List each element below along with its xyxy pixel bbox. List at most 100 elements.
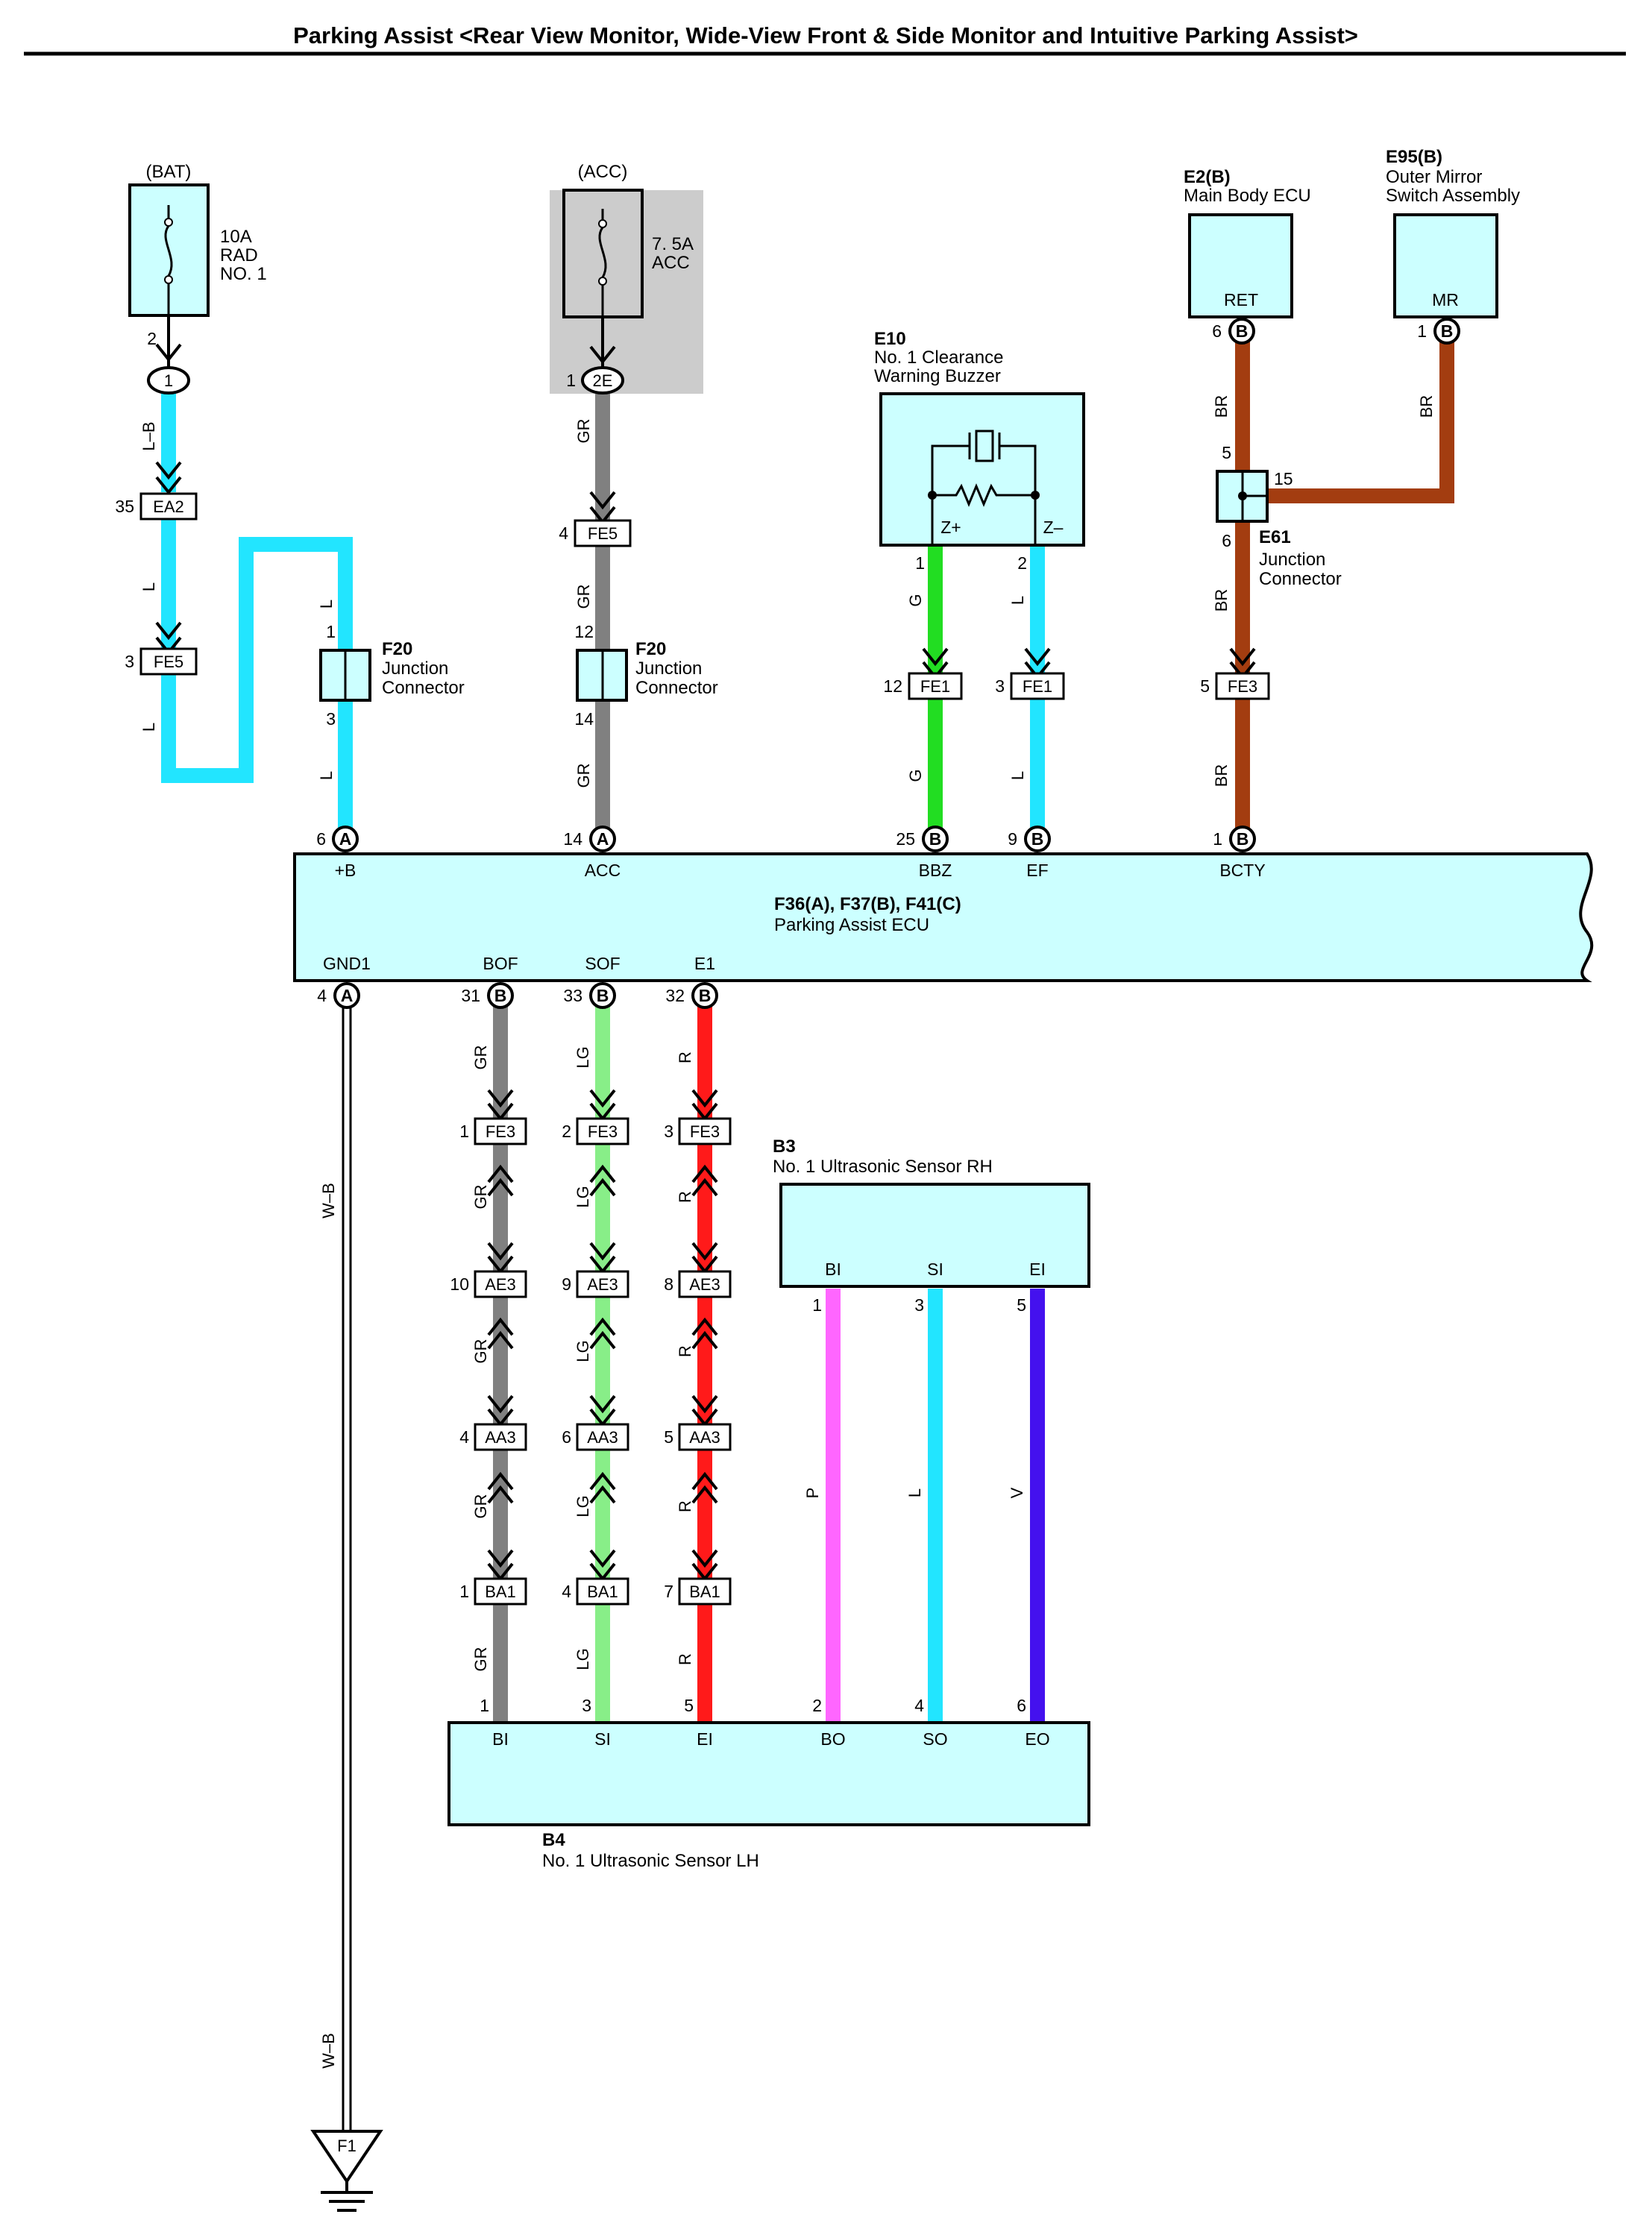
gnd-wire-color-2: W–B bbox=[319, 2033, 338, 2069]
e1-wire-color-3: R bbox=[676, 1345, 694, 1357]
sof-connector-4: BA1 4 bbox=[562, 1471, 629, 1606]
b4-code: B4 bbox=[542, 1830, 565, 1850]
svg-text:14: 14 bbox=[563, 829, 582, 849]
acc-2e-oval bbox=[581, 366, 624, 394]
b3-pin-5: 5 bbox=[1017, 1295, 1026, 1315]
acc-2e-code: 2E bbox=[593, 371, 613, 390]
svg-text:3: 3 bbox=[664, 1122, 673, 1141]
sof-wire-color-2: LG bbox=[574, 1186, 592, 1207]
e10-buzzer-box bbox=[879, 392, 1085, 547]
sensor-wire-chains: GRGRGRGRGRFE31AE310AA34BA11LGLGLGLGLGFE3… bbox=[450, 1046, 732, 1672]
b4-term-ei: EI bbox=[697, 1729, 713, 1749]
bat-fuse-icon bbox=[164, 205, 173, 315]
ecu-pin-ef: 9 B bbox=[1008, 826, 1051, 852]
svg-text:BA1: BA1 bbox=[587, 1582, 618, 1601]
e10-name2: Warning Buzzer bbox=[874, 366, 1001, 386]
e61-pin-15: 15 bbox=[1274, 469, 1293, 488]
ground-icon: F1 bbox=[310, 2130, 383, 2212]
b3-term-si: SI bbox=[927, 1260, 943, 1279]
e61-name2: Connector bbox=[1259, 569, 1342, 589]
b4-pin-4: 4 bbox=[914, 1696, 924, 1715]
acc-2e-num: 1 bbox=[566, 371, 576, 390]
svg-text:B: B bbox=[1441, 321, 1454, 341]
svg-text:B: B bbox=[699, 986, 712, 1005]
svg-text:B: B bbox=[597, 986, 609, 1005]
ecu-term-e1: E1 bbox=[694, 954, 715, 973]
ecu-term-ef: EF bbox=[1026, 861, 1048, 880]
svg-text:A: A bbox=[339, 829, 352, 849]
e61-code: E61 bbox=[1259, 527, 1291, 547]
e1-connector-3: AA3 5 bbox=[664, 1317, 732, 1451]
ecu-pin-bbz: 25 B bbox=[896, 826, 949, 852]
ef-wire-color-2: L bbox=[1008, 771, 1027, 780]
f20-acc-name2: Connector bbox=[635, 678, 718, 698]
e61-pin-5: 5 bbox=[1222, 443, 1231, 462]
parking-assist-ecu-box bbox=[293, 852, 1594, 982]
b3-term-bi: BI bbox=[825, 1260, 841, 1279]
svg-text:BA1: BA1 bbox=[689, 1582, 720, 1601]
svg-text:4: 4 bbox=[317, 986, 327, 1005]
connector-fe5-acc: FE5 4 bbox=[559, 491, 632, 547]
f20-bat-name2: Connector bbox=[382, 678, 465, 698]
svg-text:4: 4 bbox=[562, 1582, 571, 1601]
e95-box bbox=[1393, 213, 1498, 318]
svg-text:B: B bbox=[1237, 829, 1249, 849]
f20-acc-code: F20 bbox=[635, 639, 666, 659]
bat-label: (BAT) bbox=[146, 162, 192, 182]
b3-name: No. 1 Ultrasonic Sensor RH bbox=[773, 1157, 993, 1177]
svg-text:8: 8 bbox=[664, 1274, 673, 1294]
wire-bat bbox=[161, 388, 353, 839]
connector-fe1-ef: FE1 3 bbox=[995, 647, 1065, 700]
ecu-pin-bcty: 1 B bbox=[1213, 826, 1256, 852]
svg-text:FE3: FE3 bbox=[486, 1122, 515, 1141]
b4-pin-5: 5 bbox=[684, 1696, 694, 1715]
svg-text:B: B bbox=[929, 829, 942, 849]
svg-text:BA1: BA1 bbox=[485, 1582, 516, 1601]
bof-wire-color-4: GR bbox=[471, 1494, 490, 1519]
svg-text:EA2: EA2 bbox=[153, 497, 184, 516]
svg-text:5: 5 bbox=[664, 1427, 673, 1447]
buzzer-icon bbox=[931, 430, 1037, 544]
svg-text:FE3: FE3 bbox=[1228, 677, 1257, 696]
ecu-pin-e1: 32 B bbox=[665, 982, 718, 1009]
f20-bat-name1: Junction bbox=[382, 658, 448, 679]
f20-acc-name1: Junction bbox=[635, 658, 702, 679]
sof-wire-color-1: LG bbox=[574, 1046, 592, 1068]
f20-bat-pin-bottom: 3 bbox=[326, 709, 336, 729]
b4-term-eo: EO bbox=[1025, 1729, 1049, 1749]
e10-term-zplus: Z+ bbox=[940, 518, 961, 537]
ecu-term-acc: ACC bbox=[585, 861, 621, 880]
e10-name1: No. 1 Clearance bbox=[874, 348, 1003, 368]
e10-code: E10 bbox=[874, 329, 906, 349]
b4-box bbox=[447, 1721, 1090, 1826]
e2-box bbox=[1188, 213, 1293, 318]
svg-text:AE3: AE3 bbox=[587, 1275, 618, 1294]
bof-wire-color-5: GR bbox=[471, 1647, 490, 1672]
svg-text:9: 9 bbox=[562, 1274, 571, 1294]
svg-text:33: 33 bbox=[563, 986, 582, 1005]
e1-wire-color-5: R bbox=[676, 1653, 694, 1665]
svg-text:3: 3 bbox=[995, 676, 1005, 696]
svg-text:AA3: AA3 bbox=[689, 1428, 720, 1447]
mr-wire-color: BR bbox=[1417, 395, 1436, 418]
e1-wire-color-4: R bbox=[676, 1500, 694, 1512]
ecu-term-bof: BOF bbox=[483, 954, 518, 973]
junction-f20-acc bbox=[576, 649, 628, 702]
bo-wire-color: P bbox=[803, 1488, 822, 1499]
b4-term-bo: BO bbox=[820, 1729, 845, 1749]
svg-text:4: 4 bbox=[459, 1427, 469, 1447]
svg-text:B: B bbox=[1236, 321, 1249, 341]
e95-name1: Outer Mirror bbox=[1386, 167, 1482, 187]
acc-label: (ACC) bbox=[578, 162, 628, 182]
b4-pin-1: 1 bbox=[480, 1696, 489, 1715]
b3-box bbox=[779, 1183, 1090, 1288]
svg-text:4: 4 bbox=[559, 524, 568, 543]
connector-fe1-bbz: FE1 12 bbox=[883, 647, 963, 700]
